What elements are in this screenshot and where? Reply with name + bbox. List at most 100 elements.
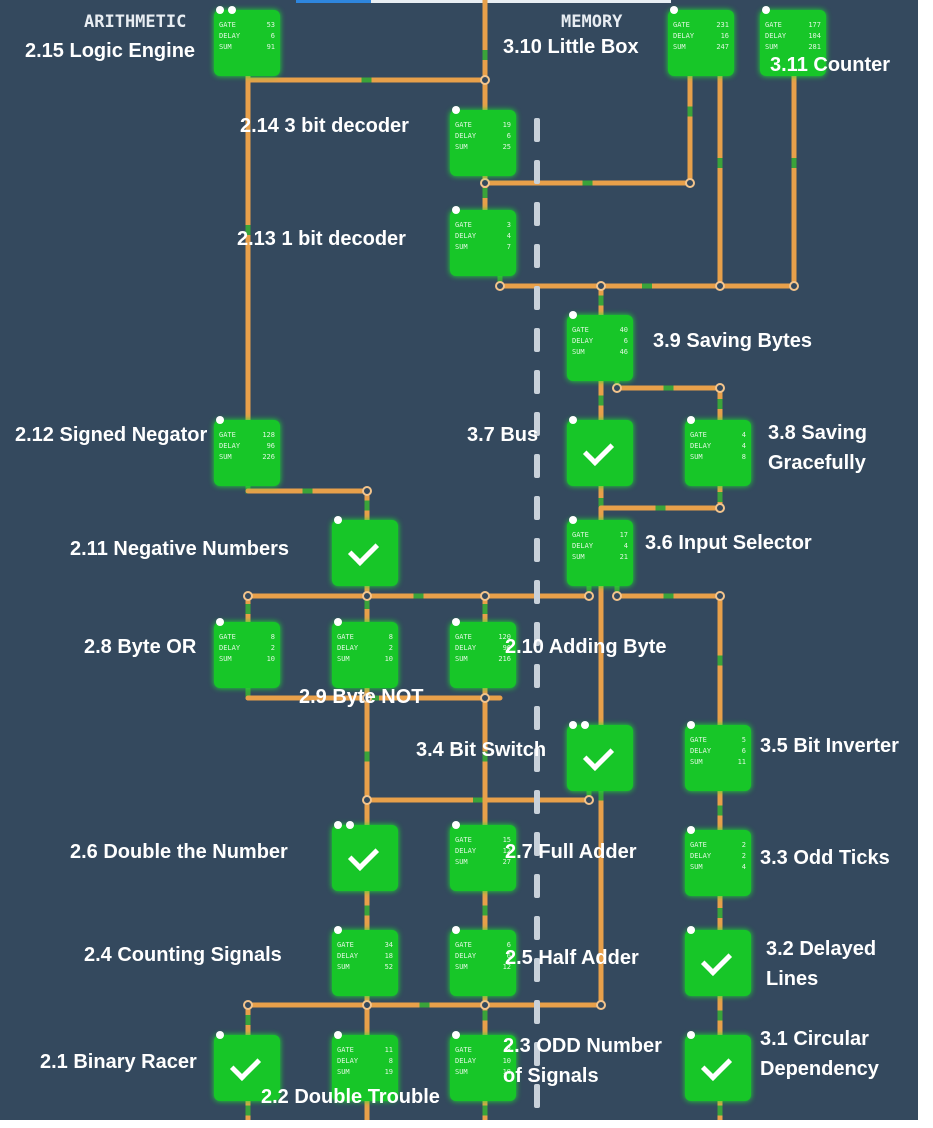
level-node-3-7[interactable]: [567, 416, 633, 486]
wire-joint: [791, 158, 797, 168]
stat-label: DELAY: [455, 132, 477, 140]
wire-junction: [362, 693, 372, 703]
level-label-2-3: of Signals: [503, 1065, 599, 1087]
wire-junction: [685, 178, 695, 188]
stat-value: 21: [619, 553, 628, 561]
status-dot: [452, 206, 460, 214]
stat-value: 19: [384, 1068, 393, 1076]
status-dot: [569, 516, 577, 524]
stat-label: GATE: [690, 841, 707, 849]
wire-joint: [598, 395, 604, 406]
stat-row-gate: GATE 40: [572, 325, 628, 336]
level-label-3-2: Lines: [766, 968, 819, 990]
stat-label: DELAY: [455, 952, 477, 960]
stat-value: 46: [619, 348, 628, 356]
top-tab-active[interactable]: [296, 0, 371, 3]
stat-label: GATE: [572, 326, 589, 334]
stat-label: DELAY: [455, 1057, 477, 1065]
wire-joint: [302, 488, 313, 494]
level-node-2-11[interactable]: [332, 516, 398, 586]
level-label-2-4: 2.4 Counting Signals: [84, 944, 282, 966]
wire-junction: [480, 178, 490, 188]
level-label-3-11: 3.11 Counter: [770, 54, 891, 76]
stat-label: DELAY: [572, 542, 594, 550]
section-divider-dash: [534, 664, 540, 688]
stat-label: GATE: [455, 633, 472, 641]
level-node-3-1[interactable]: [685, 1031, 751, 1101]
wire-junction: [715, 383, 725, 393]
stat-value: 2: [741, 852, 746, 860]
top-tab-bar[interactable]: [371, 0, 671, 3]
level-node-3-2[interactable]: [685, 926, 751, 996]
level-node-2-1[interactable]: [214, 1031, 280, 1101]
level-node-2-6[interactable]: [332, 821, 398, 891]
level-node-3-4[interactable]: [567, 721, 633, 791]
stat-label: GATE: [337, 633, 354, 641]
wire-junction: [715, 503, 725, 513]
wire-junction: [596, 1000, 606, 1010]
stat-value: 96: [502, 644, 511, 652]
stat-value: 2: [270, 644, 275, 652]
stat-row-delay: DELAY 6: [690, 746, 746, 757]
level-label-2-5: 2.5 Half Adder: [505, 947, 639, 969]
stat-value: 40: [619, 326, 628, 334]
level-label-2-12: 2.12 Signed Negator: [15, 424, 208, 446]
stat-value: 177: [808, 21, 821, 29]
status-dot: [687, 926, 695, 934]
stat-value: 12: [502, 963, 511, 971]
stat-value: 6: [741, 747, 746, 755]
stat-label: DELAY: [690, 442, 712, 450]
stat-label: DELAY: [690, 747, 712, 755]
wire-joint: [598, 295, 604, 306]
status-dot: [216, 618, 224, 626]
section-divider-dash: [534, 118, 540, 142]
status-dot: [452, 926, 460, 934]
wire-junction: [612, 383, 622, 393]
wire-joint: [361, 77, 372, 83]
section-divider-dash: [534, 202, 540, 226]
level-label-2-9: 2.9 Byte NOT: [299, 686, 424, 708]
level-label-2-2: 2.2 Double Trouble: [261, 1086, 440, 1108]
wire-junction: [480, 75, 490, 85]
stat-label: DELAY: [337, 644, 359, 652]
section-divider-dash: [534, 454, 540, 478]
level-label-3-1: 3.1 Circular: [760, 1028, 869, 1050]
section-divider-dash: [534, 622, 540, 646]
status-dot: [216, 416, 224, 424]
wire-junction: [480, 693, 490, 703]
level-label-2-7: 2.7 Full Adder: [505, 841, 637, 863]
